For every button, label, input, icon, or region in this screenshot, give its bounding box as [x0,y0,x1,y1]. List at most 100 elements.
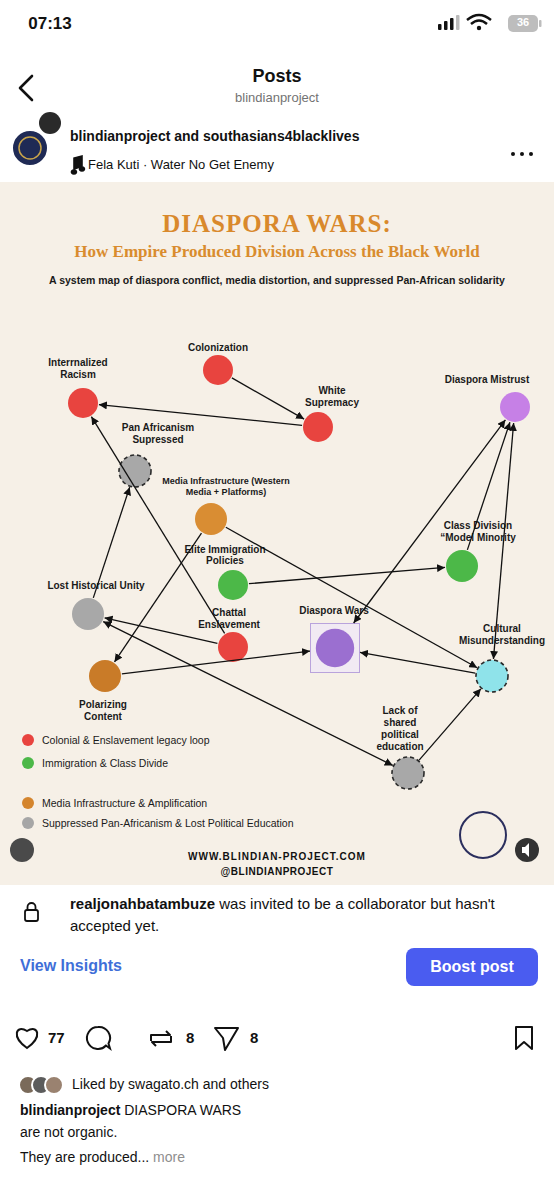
username: blindianproject [20,1102,120,1118]
node-label: Lost Historical Unity [26,580,166,592]
connector-arrow [115,533,202,662]
legend-text: Suppressed Pan-Africanism & Lost Politic… [42,816,294,830]
node-circle [195,503,227,535]
node-label: Polarizing Content [67,699,139,723]
page-title: Posts [0,65,554,88]
tag-icon [10,838,34,862]
node-circle [218,632,248,662]
node-shape [71,597,105,631]
concept-node: White Supremacy [302,411,334,443]
node-label: Chattal Enslavement [192,607,266,631]
legend-swatch [22,797,34,809]
website-url: WWW.BLINDIAN-PROJECT.COM [0,851,554,864]
node-circle [68,388,98,418]
caption-line: blindianprojectDIASPORA WARS [20,1100,530,1120]
diagram-background [0,182,554,885]
node-circle [203,355,233,385]
more-link: more [153,1149,185,1165]
legend-text: Media Infrastructure & Amplification [42,796,207,810]
node-shape [88,659,122,693]
node-label: Cultural Misunderstanding [452,623,552,647]
diagram-title: DIASPORA WARS: [0,208,554,239]
concept-node: Interrnalized Racism [67,387,99,419]
sound-icon [515,838,539,862]
like-count: 77 [48,1029,88,1048]
connector-arrow [122,651,310,674]
legend-swatch [22,757,34,769]
node-circle [446,550,478,582]
node-shape [194,502,228,536]
node-shape [499,391,531,423]
repost-icon [151,1031,171,1046]
concept-node: Class Division “Model Minority [445,549,479,583]
node-circle [119,455,151,487]
comment-icon [87,1027,110,1049]
connector-arrow [493,423,513,659]
caption-text: are not organic. [20,1124,530,1142]
node-shape [217,631,249,663]
repost-count: 8 [186,1029,216,1048]
node-label: Diaspora Mistrust [427,374,547,386]
node-circle [89,660,121,692]
concept-node: Diaspora Mistrust [499,391,531,423]
connector-arrow [91,417,224,634]
caption-line: They are produced...more [20,1147,530,1167]
connector-arrow [99,405,302,426]
node-label: Colonization [163,342,273,354]
connector-arrow [232,378,304,419]
speaker-glyph [522,843,529,857]
music-icon [71,156,84,174]
diagram-subtitle: How Empire Produced Division Across the … [0,241,554,262]
concept-node: Media Infrastructure (Western Media + Pl… [194,502,228,536]
node-shape [311,624,359,672]
legend-swatch [22,817,34,829]
post-avatars [12,112,61,166]
node-label: Elite Immigration Policies [175,544,275,566]
node-label: Lack of shared political education [368,705,432,753]
concept-node: Colonization [202,354,234,386]
node-circle [303,412,333,442]
more-dots [511,152,533,156]
connector-arrow [249,567,445,583]
liker-avatars [19,1076,63,1094]
node-label: Media Infrastructure (Western Media + Pl… [153,476,299,498]
post-author: blindianproject and southasians4blackliv… [70,128,510,146]
handle-text: @BLINDIANPROJECT [0,866,554,879]
node-label: White Supremacy [297,385,367,409]
node-label: Pan Africanism Supressed [112,422,204,446]
back-chevron [20,76,32,100]
likes-text: Liked by swagato.ch and others [72,1076,532,1094]
concept-node: Cultural Misunderstanding [475,659,509,693]
node-shape [445,549,479,583]
music-track: Fela Kuti · Water No Get Enemy [88,157,488,173]
page-subtitle: blindianproject [0,90,554,106]
concept-node: Polarizing Content [88,659,122,693]
node-circle [72,598,104,630]
node-shape [217,569,249,601]
brand-logo [460,812,506,858]
boost-button [406,948,538,986]
connector-arrow [105,618,218,644]
caption-text: DIASPORA WARS [124,1102,241,1118]
node-shape [475,659,509,693]
status-icons [438,15,542,32]
legend-text: Immigration & Class Divide [42,756,168,770]
connector-arrow [354,420,506,623]
username: realjonahbatambuze [70,895,215,912]
battery-level: 36 [508,16,538,30]
node-shape [118,454,152,488]
node-label: Interrnalized Racism [38,357,118,381]
like-icon [17,1029,37,1048]
node-circle [500,392,530,422]
concept-node: Elite Immigration Policies [217,569,249,601]
bookmark-icon [516,1027,532,1049]
concept-node: Lack of shared political education [391,756,425,790]
diagram-caption: A system map of diaspora conflict, media… [0,274,554,287]
concept-node: Pan Africanism Supressed [118,454,152,488]
node-shape [202,354,234,386]
legend-swatch [22,734,34,746]
status-time: 07:13 [15,13,85,34]
